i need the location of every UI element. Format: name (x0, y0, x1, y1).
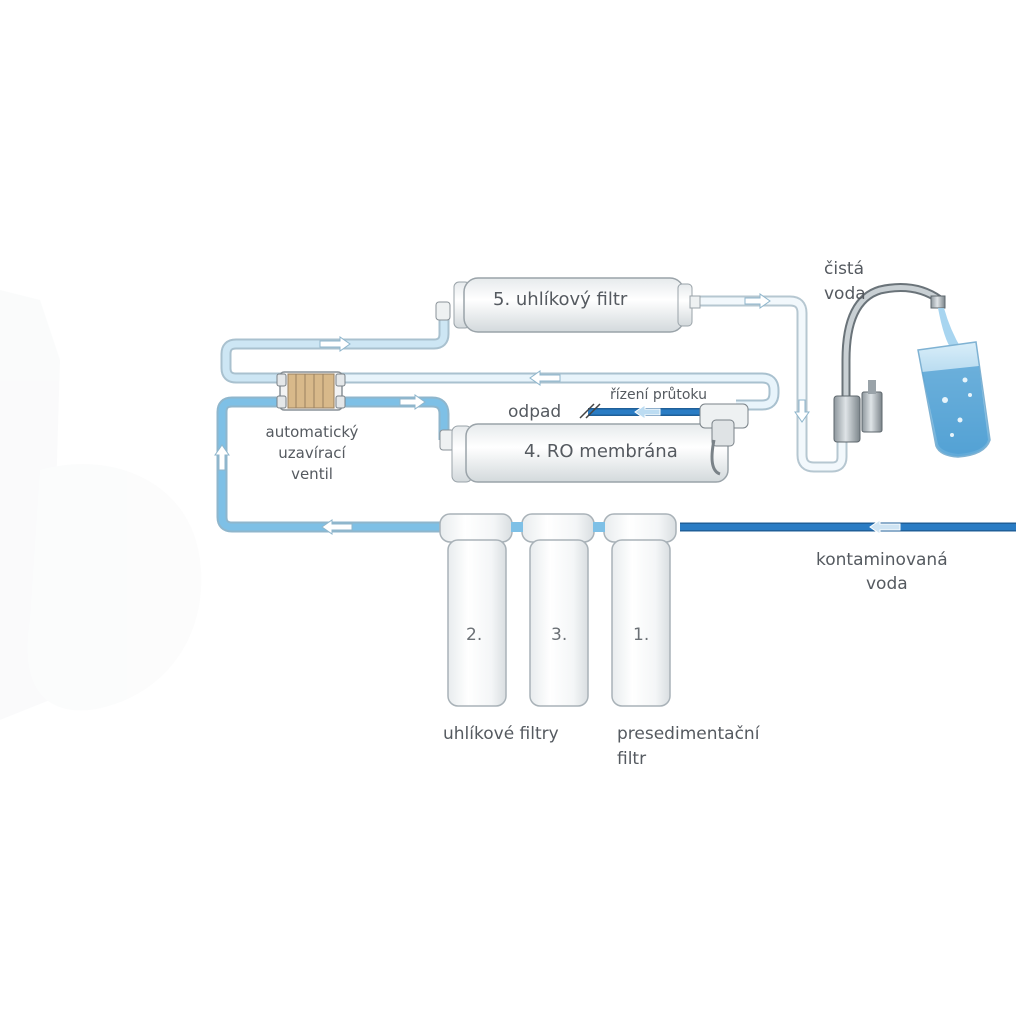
carbon-filters-label: uhlíkové filtry (443, 724, 559, 744)
clean-water-label-line1: čistá (824, 259, 865, 279)
contaminated-water-label-line1: kontaminovaná (816, 550, 948, 570)
faucet (833, 283, 946, 443)
filter-5-label: 5. uhlíkový filtr (493, 289, 628, 310)
filter-5-housing (435, 277, 701, 333)
shutoff-valve (276, 371, 346, 411)
clean-water-label-line2: voda (824, 284, 866, 304)
connector-3-1 (593, 522, 605, 532)
ro-membrane-label: 4. RO membrána (524, 441, 678, 462)
valve-label-line1: automatický (265, 423, 359, 441)
flow-control-label: řízení průtoku (610, 387, 707, 403)
pipe-permeate (220, 316, 780, 411)
flow-arrows (214, 293, 901, 535)
pipe-clean-water (690, 295, 848, 473)
cartridge-3-housing (521, 513, 595, 707)
cartridge-3-number: 3. (551, 625, 568, 645)
cartridge-2-housing (439, 513, 513, 707)
connector-2-3 (511, 522, 523, 532)
contaminated-water-label-line2: voda (866, 574, 908, 594)
cartridge-1-number: 1. (633, 625, 650, 645)
cartridge-2-number: 2. (466, 625, 483, 645)
presediment-filter-label-line2: filtr (617, 749, 647, 769)
cartridge-1-housing (603, 513, 677, 707)
background-ghost (0, 290, 202, 720)
waste-label: odpad (508, 402, 562, 422)
presediment-filter-label-line1: presedimentační (617, 724, 760, 744)
glass-of-water (917, 308, 991, 458)
valve-label-line3: ventil (291, 465, 333, 483)
ro-membrane-housing (439, 403, 749, 483)
valve-label-line2: uzavírací (278, 444, 346, 462)
